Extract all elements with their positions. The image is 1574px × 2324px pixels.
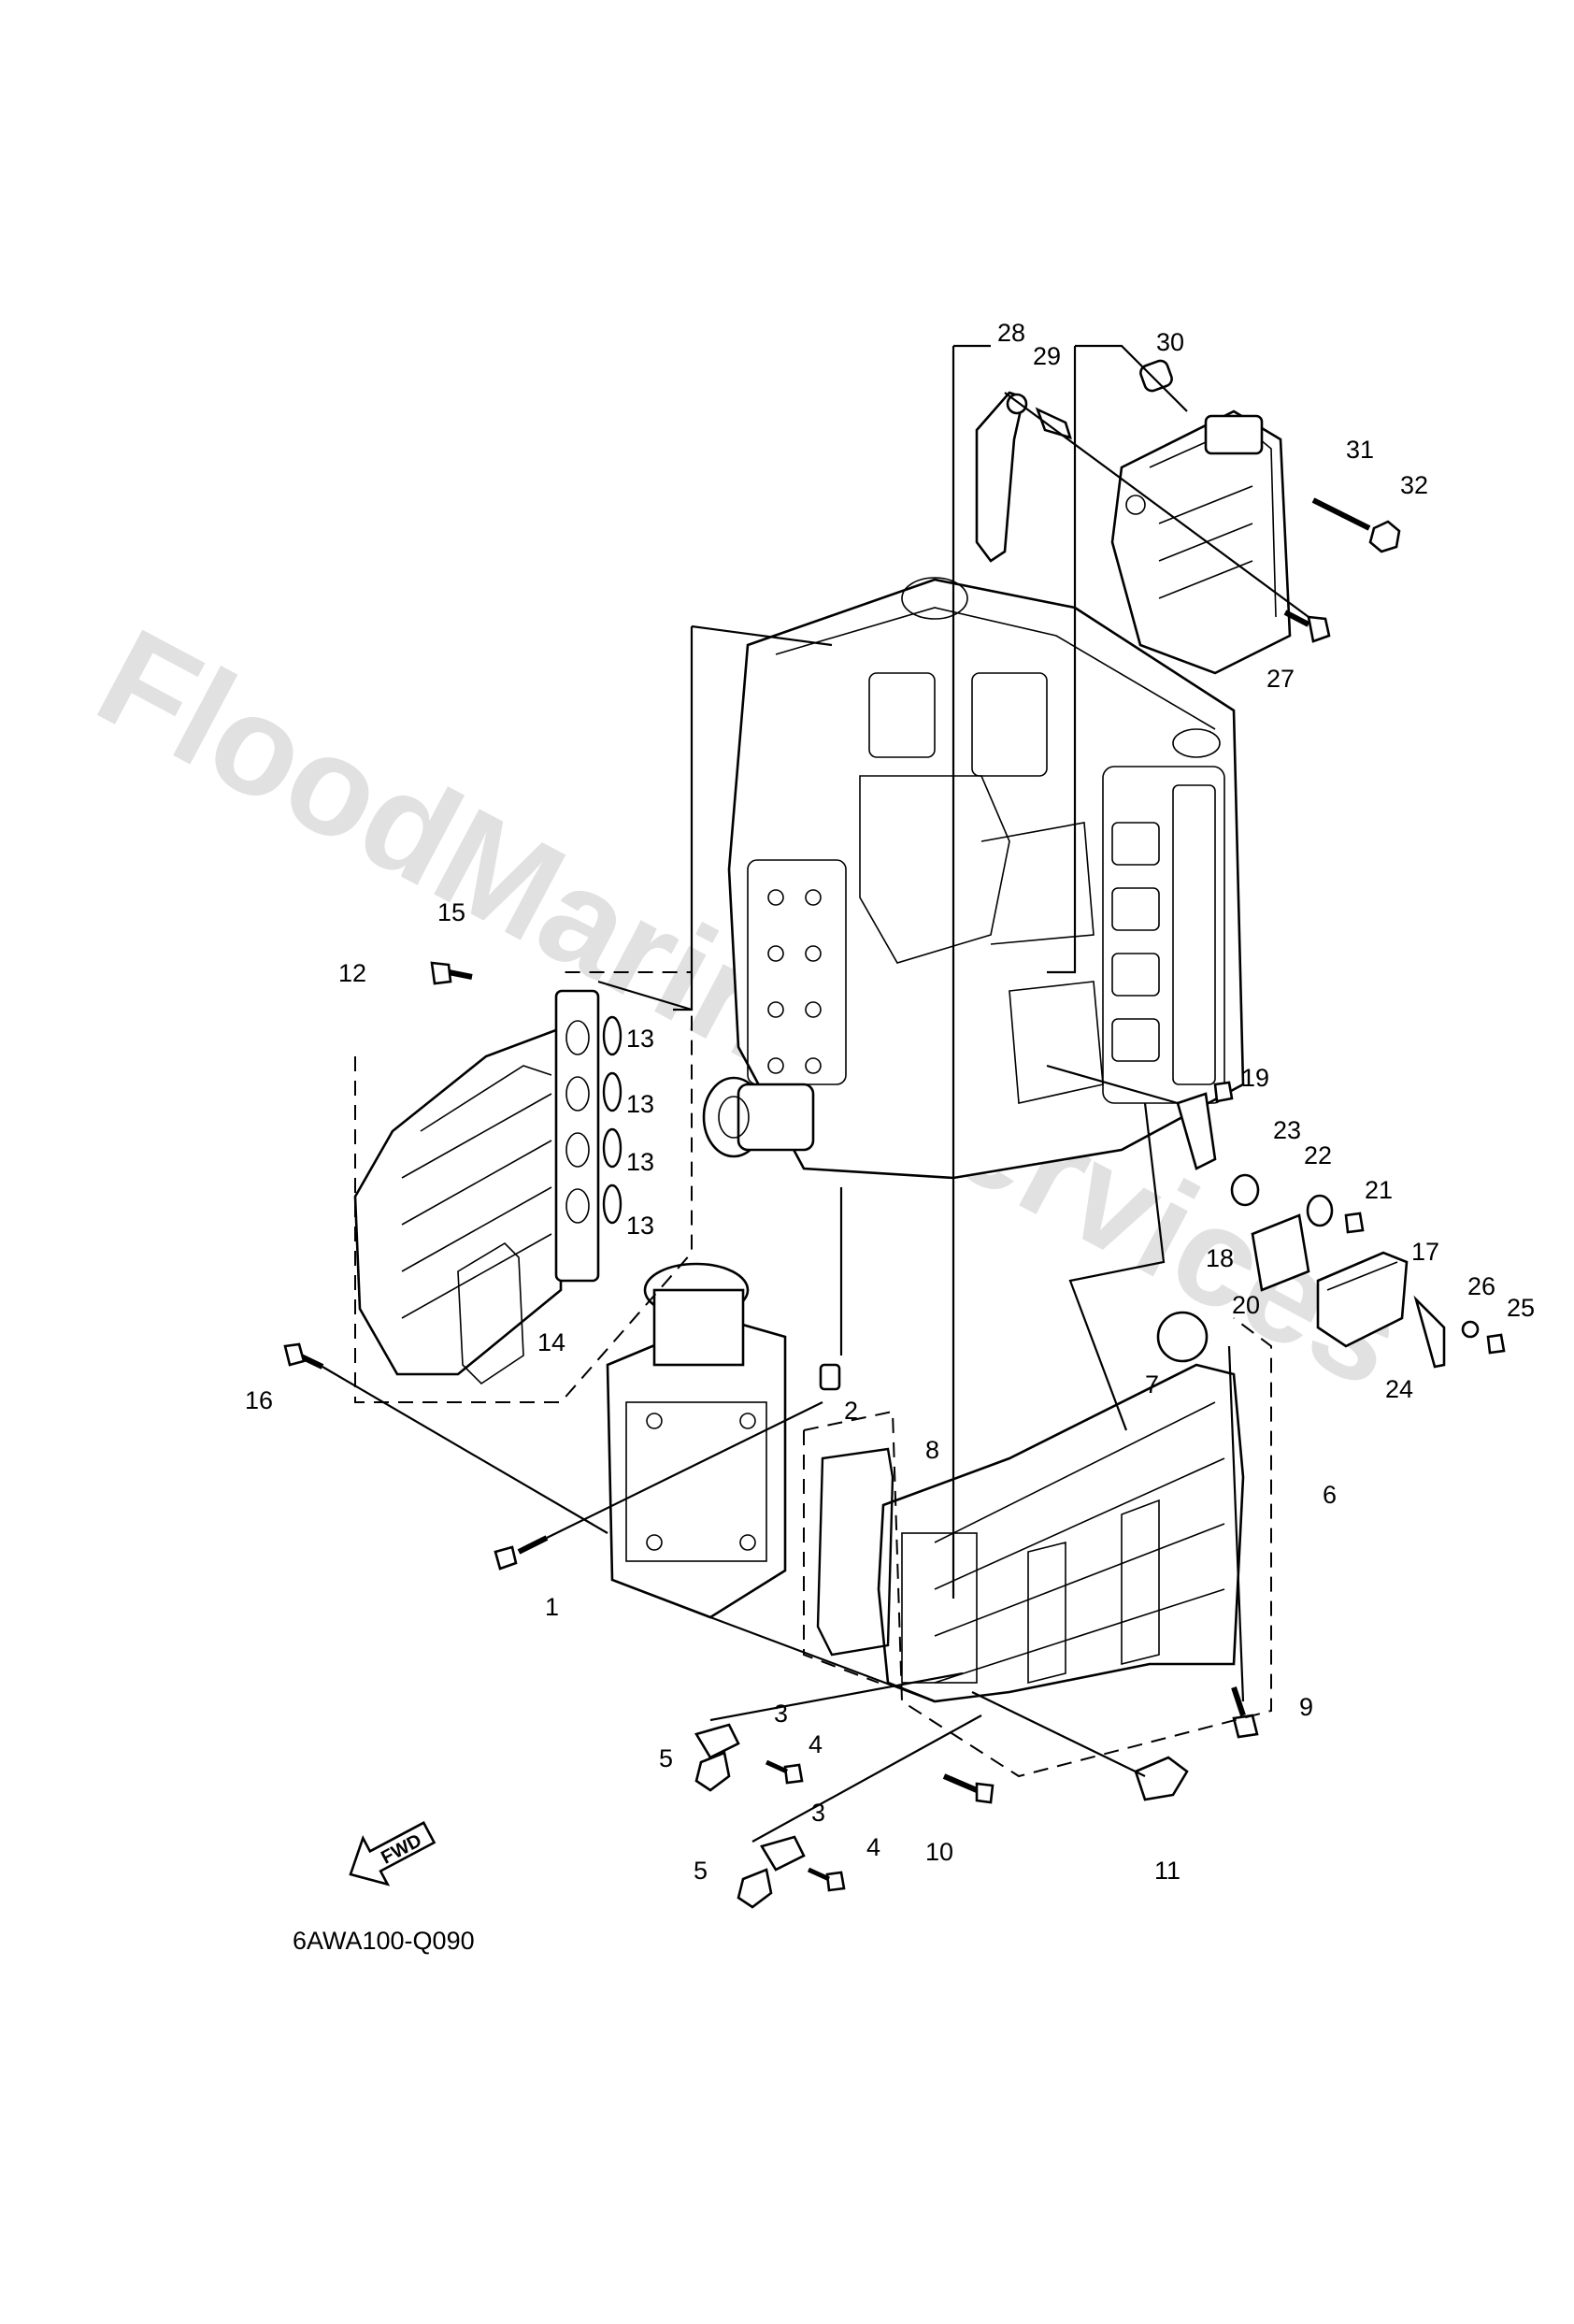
callout-1: 1 [545,1593,559,1621]
bracket-28-part [975,391,1025,563]
fwd-arrow: FWD [349,1821,436,1886]
callout-29: 29 [1033,342,1061,370]
diagram-code: 6AWA100-Q090 [293,1927,475,1955]
callout-8: 8 [925,1436,939,1464]
callouts: 1 2 3 3 4 4 5 5 6 7 8 9 10 11 12 13 13 1… [245,319,1535,1885]
intake-manifold-12 [353,989,600,1385]
callout-6: 6 [1323,1481,1337,1509]
callout-2: 2 [844,1397,858,1425]
callout-13-b: 13 [626,1090,654,1118]
callout-15: 15 [437,898,465,926]
callout-21: 21 [1365,1176,1393,1204]
callout-11: 11 [1154,1857,1180,1885]
callout-19: 19 [1241,1064,1269,1092]
callout-23: 23 [1273,1116,1301,1144]
throttle-body [606,1262,787,1619]
callout-24: 24 [1385,1375,1413,1403]
callout-31: 31 [1346,436,1374,464]
engine-block [702,577,1245,1180]
ecu-unit [1110,359,1292,675]
callout-26: 26 [1467,1272,1495,1300]
callout-13-c: 13 [626,1148,654,1176]
callout-12: 12 [338,959,366,987]
callout-18: 18 [1206,1244,1234,1272]
callout-25: 25 [1507,1294,1535,1322]
callout-20: 20 [1232,1291,1260,1319]
callout-32: 32 [1400,471,1428,499]
callout-30: 30 [1156,328,1184,356]
grommet-30-part [1139,359,1173,393]
callout-13-d: 13 [626,1212,654,1240]
callout-3-upper: 3 [774,1700,788,1728]
callout-27: 27 [1266,665,1295,693]
intake-manifold-6 [877,1363,1245,1703]
callout-17: 17 [1411,1238,1439,1266]
callout-10: 10 [925,1838,953,1866]
callout-14: 14 [537,1328,565,1356]
callout-5-lower: 5 [694,1857,708,1885]
callout-5-upper: 5 [659,1744,673,1772]
callout-7: 7 [1145,1370,1159,1399]
callout-22: 22 [1304,1141,1332,1169]
callout-16: 16 [245,1386,273,1414]
callout-3-lower: 3 [811,1799,825,1827]
callout-4-upper: 4 [808,1730,823,1758]
callout-4-lower: 4 [866,1833,880,1861]
callout-13-a: 13 [626,1025,654,1053]
leader-lines [322,344,1309,1843]
callout-28: 28 [997,319,1025,347]
callout-9: 9 [1299,1693,1313,1721]
